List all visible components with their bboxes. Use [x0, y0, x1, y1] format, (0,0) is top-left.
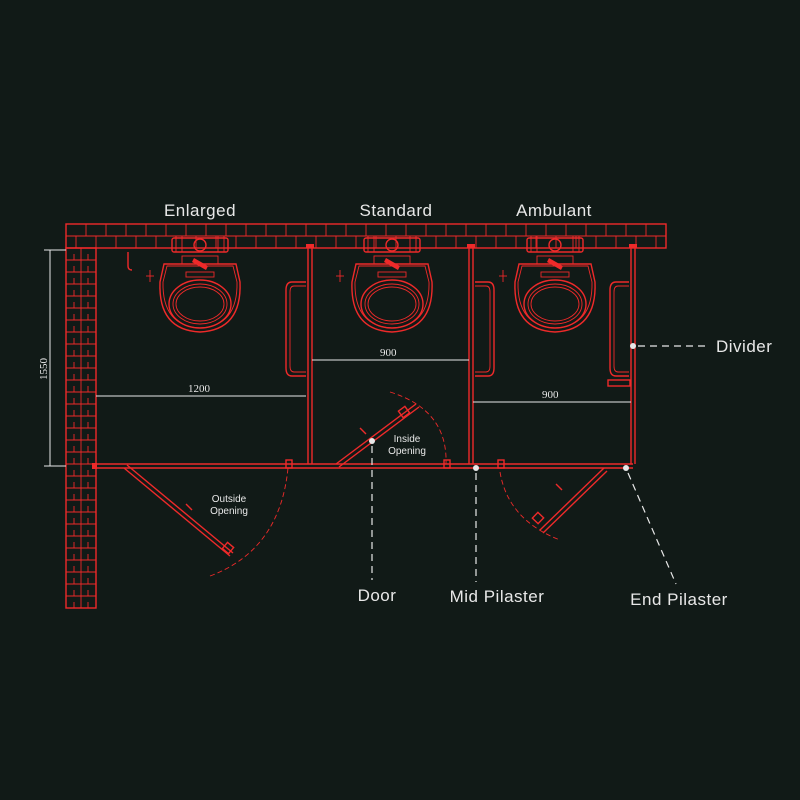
outside-opening-label-line1: Outside	[212, 494, 247, 505]
toilet-roll-holder	[336, 270, 507, 282]
dimension-standard-width: 900	[312, 347, 469, 361]
inside-opening-label-line1: Inside	[394, 434, 421, 445]
callout-divider: Divider	[630, 337, 772, 356]
door-ambulant-outside	[497, 459, 608, 541]
door-label: Door	[358, 586, 397, 605]
callout-end-pilaster: End Pilaster	[623, 465, 728, 609]
divider-panels	[306, 244, 637, 464]
front-panel	[92, 463, 633, 469]
mid-pilaster-label: Mid Pilaster	[450, 587, 545, 606]
toilet-enlarged	[159, 235, 241, 333]
divider-label: Divider	[716, 337, 772, 356]
dimension-enlarged-label: 1200	[188, 383, 211, 395]
toilet-ambulant	[514, 235, 596, 333]
cubicle-title-enlarged: Enlarged	[164, 201, 236, 220]
door-enlarged-outside	[123, 459, 293, 577]
dimension-ambulant-width: 900	[473, 389, 631, 403]
cubicle-title-standard: Standard	[360, 201, 433, 220]
cubicle-title-ambulant: Ambulant	[516, 201, 592, 220]
dimension-height-label: 1550	[38, 358, 50, 381]
dimension-standard-label: 900	[380, 347, 397, 359]
dimension-enlarged-width: 1200	[96, 383, 306, 397]
brick-wall	[65, 223, 667, 609]
grab-rail-ambulant-left	[475, 281, 495, 377]
grab-rail-enlarged	[285, 281, 306, 377]
outside-opening-label-line2: Opening	[210, 506, 248, 517]
end-pilaster-label: End Pilaster	[630, 590, 728, 609]
left-wall-bricks	[66, 247, 96, 609]
door-standard-inside	[335, 391, 451, 469]
callout-door: Door	[358, 438, 397, 605]
inside-opening-label-line2: Opening	[388, 446, 426, 457]
dimension-ambulant-label: 900	[542, 389, 559, 401]
dimension-height: 1550	[38, 249, 66, 467]
callout-mid-pilaster: Mid Pilaster	[450, 465, 545, 606]
sanitary-bin	[127, 252, 154, 282]
toilet-standard	[351, 235, 433, 333]
grab-rail-ambulant-right	[607, 281, 631, 387]
